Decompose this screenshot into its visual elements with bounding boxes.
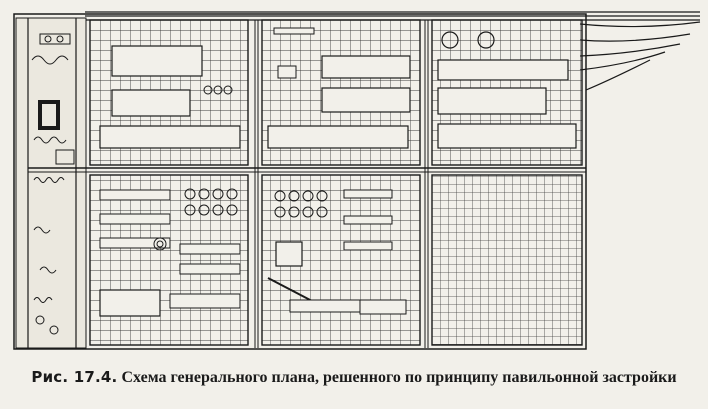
block-top-right <box>431 19 583 166</box>
block-bottom-right <box>431 174 583 346</box>
figure-caption-text: Схема генерального плана, решенного по п… <box>121 369 677 386</box>
site-boundary <box>13 13 587 350</box>
site-plan-drawing <box>13 11 701 350</box>
block-bottom-middle <box>261 174 421 346</box>
block-top-middle <box>261 19 421 166</box>
green-zone <box>15 17 87 349</box>
figure-caption: Рис. 17.4. Схема генерального плана, реш… <box>0 368 708 387</box>
figure-caption-label: Рис. 17.4. <box>31 368 118 386</box>
block-bottom-left <box>89 174 249 346</box>
block-top-left <box>89 19 249 166</box>
internal-roads <box>254 20 429 348</box>
